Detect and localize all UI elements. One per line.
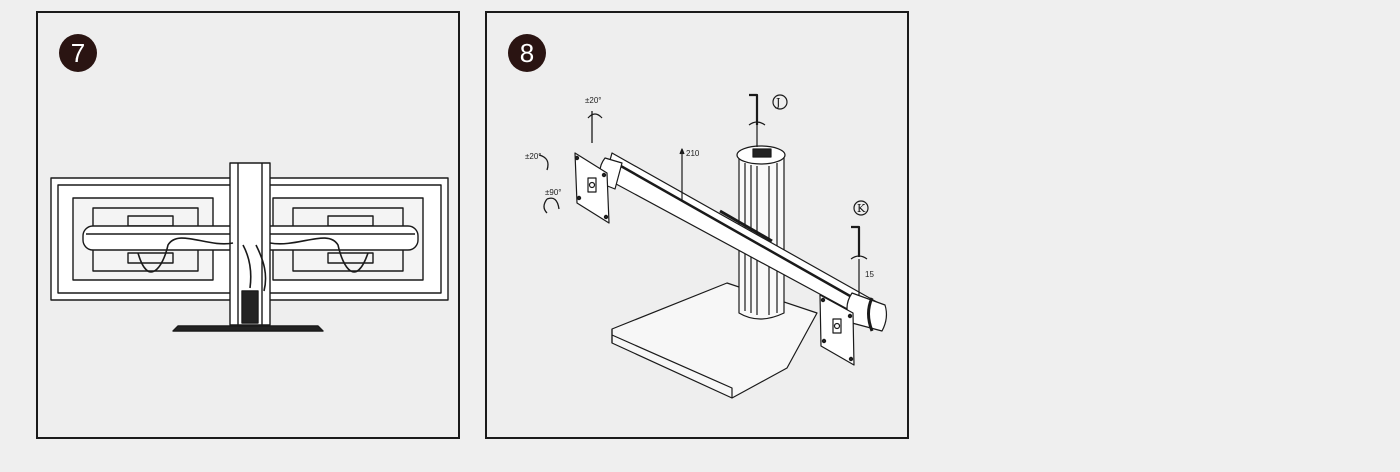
cables [137,237,369,292]
hex-key-j-icon [748,93,766,147]
tilt-top-label: ±20° [585,96,602,105]
left-adjustment-arrows [538,111,603,214]
height-label: 210 [686,149,700,158]
callout-k-label: K [857,202,866,215]
left-vesa-plate [574,152,610,224]
base-plate [172,325,324,332]
step-8-panel: 8 [485,11,909,439]
height-arrow [679,148,685,201]
stand-assembly-illustration: ±20° ±20° ±90° 210 J K 15 [525,93,888,399]
step-number: 7 [70,37,86,68]
callout-j-label: J [775,96,780,109]
callout-k-circle [853,200,869,216]
base-plate [611,282,818,399]
offset-label: 15 [865,270,874,279]
center-pole [229,162,271,326]
tilt-left-label: ±20° [525,152,542,161]
rear-view-dual-monitor-illustration [50,162,449,332]
step-7-panel: 7 [36,11,460,439]
step-number-badge: 7 [59,34,97,72]
callout-j-circle [772,94,788,110]
rotate-label: ±90° [545,188,562,197]
step-number-badge: 8 [508,34,546,72]
hex-key-k-icon [850,225,868,295]
right-vesa-plate [819,294,855,366]
step-number: 8 [519,37,535,68]
